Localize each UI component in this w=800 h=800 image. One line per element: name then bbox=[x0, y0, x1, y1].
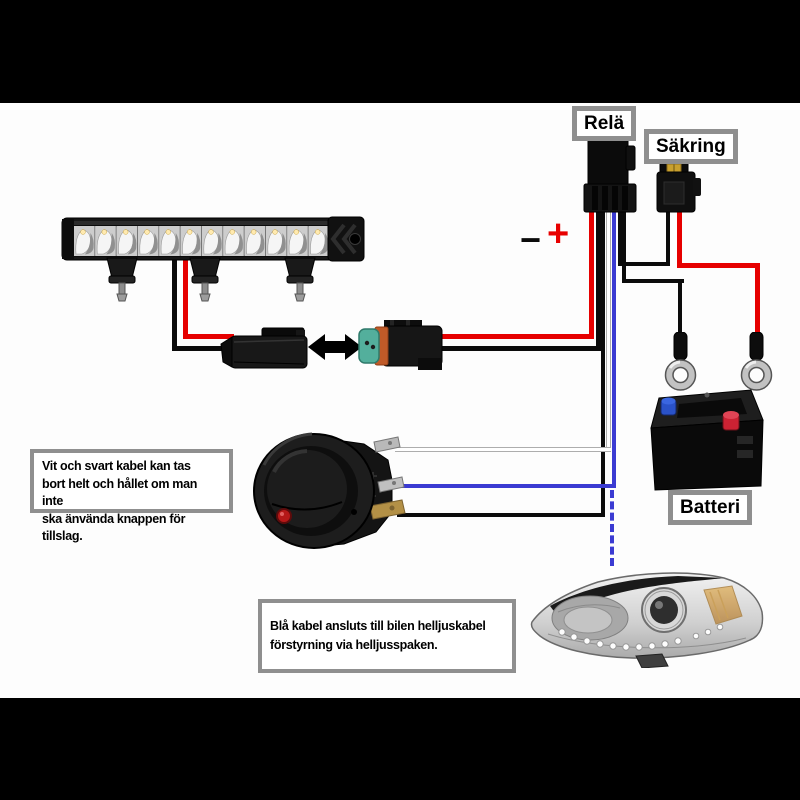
wire-switch-ground-black-horizontal bbox=[397, 513, 605, 517]
battery-positive-post bbox=[722, 411, 740, 431]
wire-battery-red-v1 bbox=[677, 208, 682, 268]
wire-switch-white-vertical bbox=[606, 212, 611, 452]
switch-indicator-led bbox=[276, 508, 292, 524]
ring-terminal-positive bbox=[740, 332, 773, 391]
wire-relay-red-horizontal bbox=[434, 334, 594, 339]
switch-terminal-middle bbox=[377, 476, 405, 493]
amber-reflector bbox=[703, 585, 743, 625]
switch-note: Vit och svart kabel kan tas bort helt oc… bbox=[30, 449, 233, 543]
plus-symbol: + bbox=[547, 213, 570, 255]
rocker-switch bbox=[253, 432, 406, 549]
battery-negative-post bbox=[660, 397, 677, 416]
fuse-label-text: Säkring bbox=[656, 136, 726, 157]
wire-lightbar-red-horizontal bbox=[183, 334, 234, 339]
relay-label: Relä bbox=[572, 106, 637, 141]
switch-terminal-top bbox=[373, 436, 401, 453]
minus-symbol: − bbox=[520, 219, 542, 260]
car-battery bbox=[650, 389, 764, 491]
relay-label-text: Relä bbox=[584, 113, 625, 134]
connector-swap-arrow-icon bbox=[308, 334, 362, 360]
highbeam-dashed-wire bbox=[610, 490, 618, 566]
projector-lens bbox=[641, 587, 687, 633]
wire-fuse-feed-black-v1 bbox=[618, 212, 622, 266]
letterbox-bottom bbox=[0, 698, 800, 800]
wire-switch-blue-horizontal bbox=[393, 484, 616, 488]
fuse-label: Säkring bbox=[644, 129, 738, 164]
wire-lightbar-black-horizontal bbox=[172, 346, 234, 351]
wire-ground-black-horizontal bbox=[622, 279, 684, 283]
wire-switch-blue-vertical bbox=[612, 212, 616, 488]
wire-lightbar-black-vertical bbox=[172, 255, 177, 351]
battery-label-text: Batteri bbox=[680, 497, 741, 518]
wire-fuse-feed-black-horizontal bbox=[618, 262, 670, 266]
wire-relay-black-horizontal bbox=[434, 346, 601, 351]
led-light-bar bbox=[61, 216, 365, 302]
battery-label: Batteri bbox=[668, 490, 753, 525]
wire-battery-red-v2 bbox=[755, 263, 760, 339]
highbeam-note: Blå kabel ansluts till bilen helljuskabe… bbox=[258, 599, 516, 673]
wire-switch-ground-black-vertical bbox=[601, 212, 605, 517]
wire-relay-black-vertical bbox=[596, 212, 601, 351]
letterbox-top bbox=[0, 0, 800, 103]
ring-terminal-negative bbox=[664, 332, 697, 391]
wire-relay-red-vertical bbox=[589, 212, 594, 339]
relay bbox=[583, 139, 637, 213]
lightbar-bracket-left bbox=[106, 257, 138, 302]
lightbar-bracket-right bbox=[284, 257, 316, 302]
male-dt-connector bbox=[220, 327, 308, 369]
fuse-holder bbox=[656, 161, 701, 213]
wire-battery-red-horizontal bbox=[677, 263, 760, 268]
wire-ground-black-v2 bbox=[678, 279, 682, 339]
drl-led-strip bbox=[558, 623, 724, 651]
lightbar-bracket-middle bbox=[189, 257, 221, 302]
car-headlight bbox=[530, 572, 764, 668]
wire-lightbar-red-vertical bbox=[183, 255, 188, 339]
female-dt-connector bbox=[358, 320, 443, 370]
switch-terminal-bottom bbox=[369, 499, 406, 520]
wire-switch-white-horizontal bbox=[395, 447, 611, 452]
wire-ground-black-v1 bbox=[622, 212, 626, 283]
wire-fuse-feed-black-v2 bbox=[666, 208, 670, 266]
